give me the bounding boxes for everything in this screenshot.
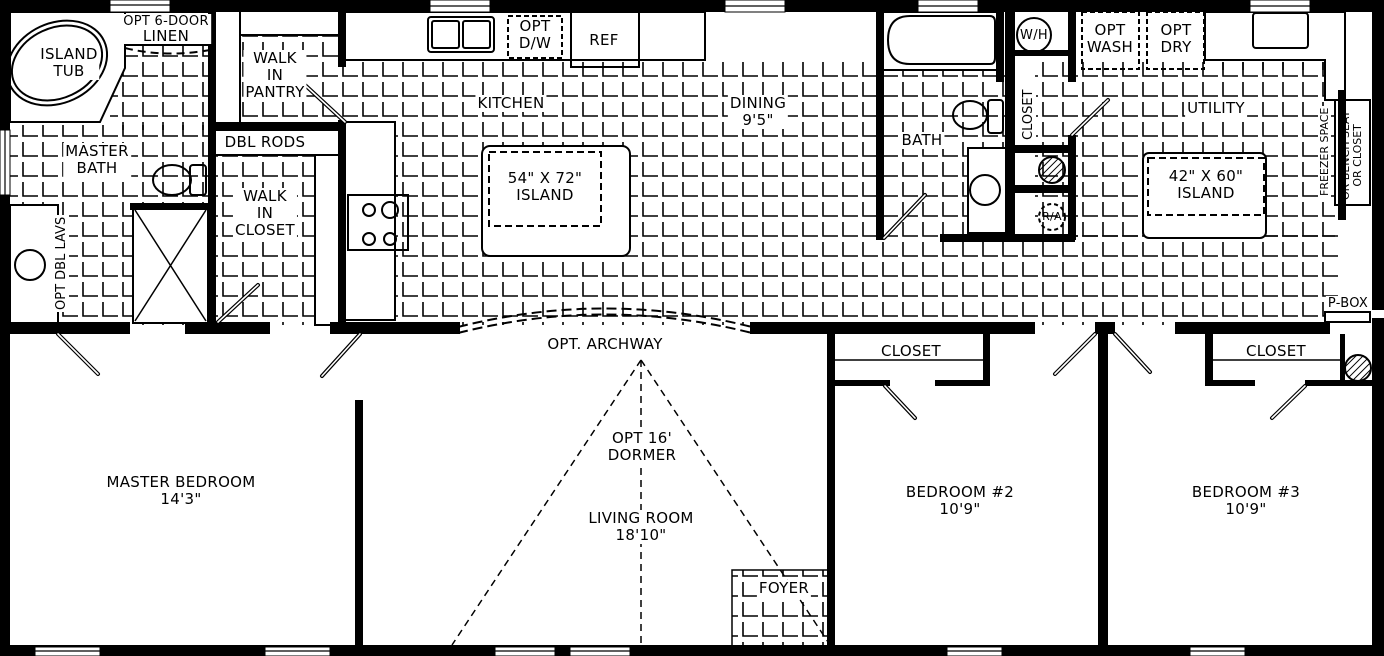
utility-sink-icon: [1252, 12, 1309, 49]
bedroom3-closet-label: CLOSET: [1245, 342, 1307, 360]
foyer-label: FOYER: [756, 579, 812, 597]
bathtub-icon: [886, 15, 996, 65]
p-box-label: P-BOX: [1325, 296, 1371, 311]
water-heater-icon: [1016, 17, 1052, 53]
archway: [457, 307, 753, 328]
kitchen-island-label: 54" X 72"ISLAND: [507, 169, 583, 204]
sink-icon: [14, 249, 46, 281]
vent-icon: [1038, 156, 1066, 184]
window: [917, 0, 979, 13]
bath-label: BATH: [899, 131, 945, 149]
sink-icon: [969, 174, 1001, 206]
range-icon: [347, 194, 409, 251]
kitchen-label: KITCHEN: [475, 94, 547, 112]
return-air-icon: [1038, 203, 1066, 231]
kitchen-sink-icon: [427, 16, 495, 53]
washer-icon: [1081, 11, 1140, 70]
window: [1249, 0, 1311, 13]
window: [0, 129, 11, 196]
dormer-outline: [451, 359, 831, 646]
p-box: [1324, 311, 1371, 323]
window: [34, 646, 101, 656]
lavs-counter: [9, 204, 59, 324]
return-air-label: R/A: [1042, 210, 1062, 223]
island-tub-icon: [5, 19, 109, 107]
window: [109, 0, 171, 13]
dishwasher-icon: [507, 15, 563, 59]
water-heater-label: W/H: [1020, 28, 1048, 43]
window: [494, 646, 556, 656]
archway-label: OPT. ARCHWAY: [547, 335, 663, 353]
kitchen-island-icon: [481, 145, 631, 257]
bedroom2-closet-label: CLOSET: [880, 342, 942, 360]
hall-closet-label: CLOSET: [1021, 87, 1036, 142]
ref-label: REF: [589, 31, 619, 49]
window: [724, 0, 786, 13]
utility-island-label: 42" X 60"ISLAND: [1168, 167, 1244, 202]
opt-dbl-lavs-label: OPT DBL LAVS: [54, 214, 69, 312]
window: [569, 646, 631, 656]
dbl-rods-label: DBL RODS: [224, 133, 306, 151]
window: [1189, 646, 1246, 656]
utility-label: UTILITY: [1185, 99, 1247, 117]
utility-island-icon: [1142, 152, 1267, 239]
window: [946, 646, 1003, 656]
window: [264, 646, 331, 656]
kitchen-side-counter: [344, 121, 396, 321]
refrigerator-icon: [570, 11, 640, 68]
freezer-space-label: FREEZER SPACE: [1318, 105, 1331, 198]
dormer-label: OPT 16'DORMER: [605, 429, 679, 464]
window: [429, 0, 491, 13]
vent-icon: [1344, 354, 1372, 382]
dryer-icon: [1146, 11, 1205, 70]
